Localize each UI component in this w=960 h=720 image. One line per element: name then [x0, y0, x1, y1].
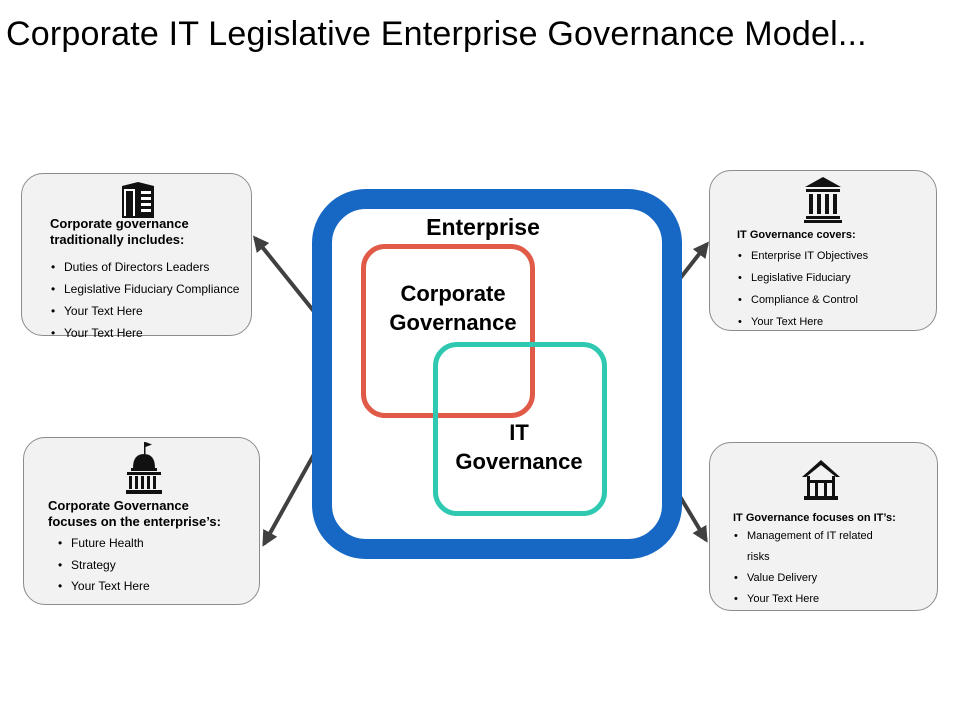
list-item: Management of IT related	[734, 526, 932, 547]
list-item: Your Text Here	[51, 300, 252, 322]
list-item: Enterprise IT Objectives	[738, 245, 936, 267]
corporate-label-line2: Governance	[389, 310, 517, 335]
list-item: Your Text Here	[734, 589, 932, 610]
it-governance-box	[433, 342, 607, 516]
card-heading-line2: traditionally includes:	[50, 232, 185, 247]
house-icon	[802, 460, 840, 500]
list-item: Strategy	[58, 555, 256, 577]
list-item: Your Text Here	[738, 311, 936, 333]
card-list: Duties of Directors Leaders Legislative …	[51, 256, 252, 344]
card-it-focus: IT Governance focuses on IT’s: Managemen…	[709, 442, 938, 611]
list-item: Value Delivery	[734, 568, 932, 589]
list-item: Legislative Fiduciary	[738, 267, 936, 289]
list-item: Your Text Here	[51, 322, 252, 344]
list-item: Your Text Here	[58, 576, 256, 598]
corporate-governance-label: Corporate Governance	[368, 279, 538, 337]
list-item: Future Health	[58, 533, 256, 555]
capitol-building-icon	[126, 442, 162, 494]
card-heading-line1: IT Governance focuses on IT’s:	[733, 512, 896, 524]
enterprise-label: Enterprise	[426, 214, 540, 240]
list-item: Legislative Fiduciary Compliance	[51, 278, 252, 300]
card-heading-line2: focuses on the enterprise’s:	[48, 514, 221, 529]
card-corporate-focus: Corporate Governance focuses on the ente…	[23, 437, 260, 605]
card-heading-line1: Corporate Governance	[48, 498, 189, 513]
it-label-line2: Governance	[455, 449, 583, 474]
card-list: Management of IT related risks Value Del…	[734, 526, 932, 610]
it-label-line1: IT	[509, 420, 529, 445]
list-item: Duties of Directors Leaders	[51, 256, 252, 278]
bank-columns-icon	[804, 177, 842, 223]
card-heading: IT Governance covers:	[737, 227, 937, 243]
card-heading: Corporate governance traditionally inclu…	[50, 216, 250, 248]
list-item-continuation: risks	[747, 551, 770, 563]
card-heading-line1: Corporate governance	[50, 216, 189, 231]
card-corporate-includes: Corporate governance traditionally inclu…	[21, 173, 252, 344]
card-heading-line1: IT Governance covers:	[737, 229, 856, 241]
corporate-governance-box	[361, 244, 535, 418]
list-item: Compliance & Control	[738, 289, 936, 311]
card-it-covers: IT Governance covers: Enterprise IT Obje…	[709, 170, 937, 333]
card-heading: IT Governance focuses on IT’s:	[733, 510, 936, 526]
it-governance-label: IT Governance	[445, 418, 593, 476]
corporate-label-line1: Corporate	[400, 281, 506, 306]
enterprise-frame	[312, 189, 682, 559]
card-list: Enterprise IT Objectives Legislative Fid…	[738, 245, 936, 333]
office-building-icon	[122, 182, 154, 218]
page-title: Corporate IT Legislative Enterprise Gove…	[6, 15, 867, 53]
card-list: Future Health Strategy Your Text Here	[58, 533, 256, 598]
card-heading: Corporate Governance focuses on the ente…	[48, 498, 258, 530]
